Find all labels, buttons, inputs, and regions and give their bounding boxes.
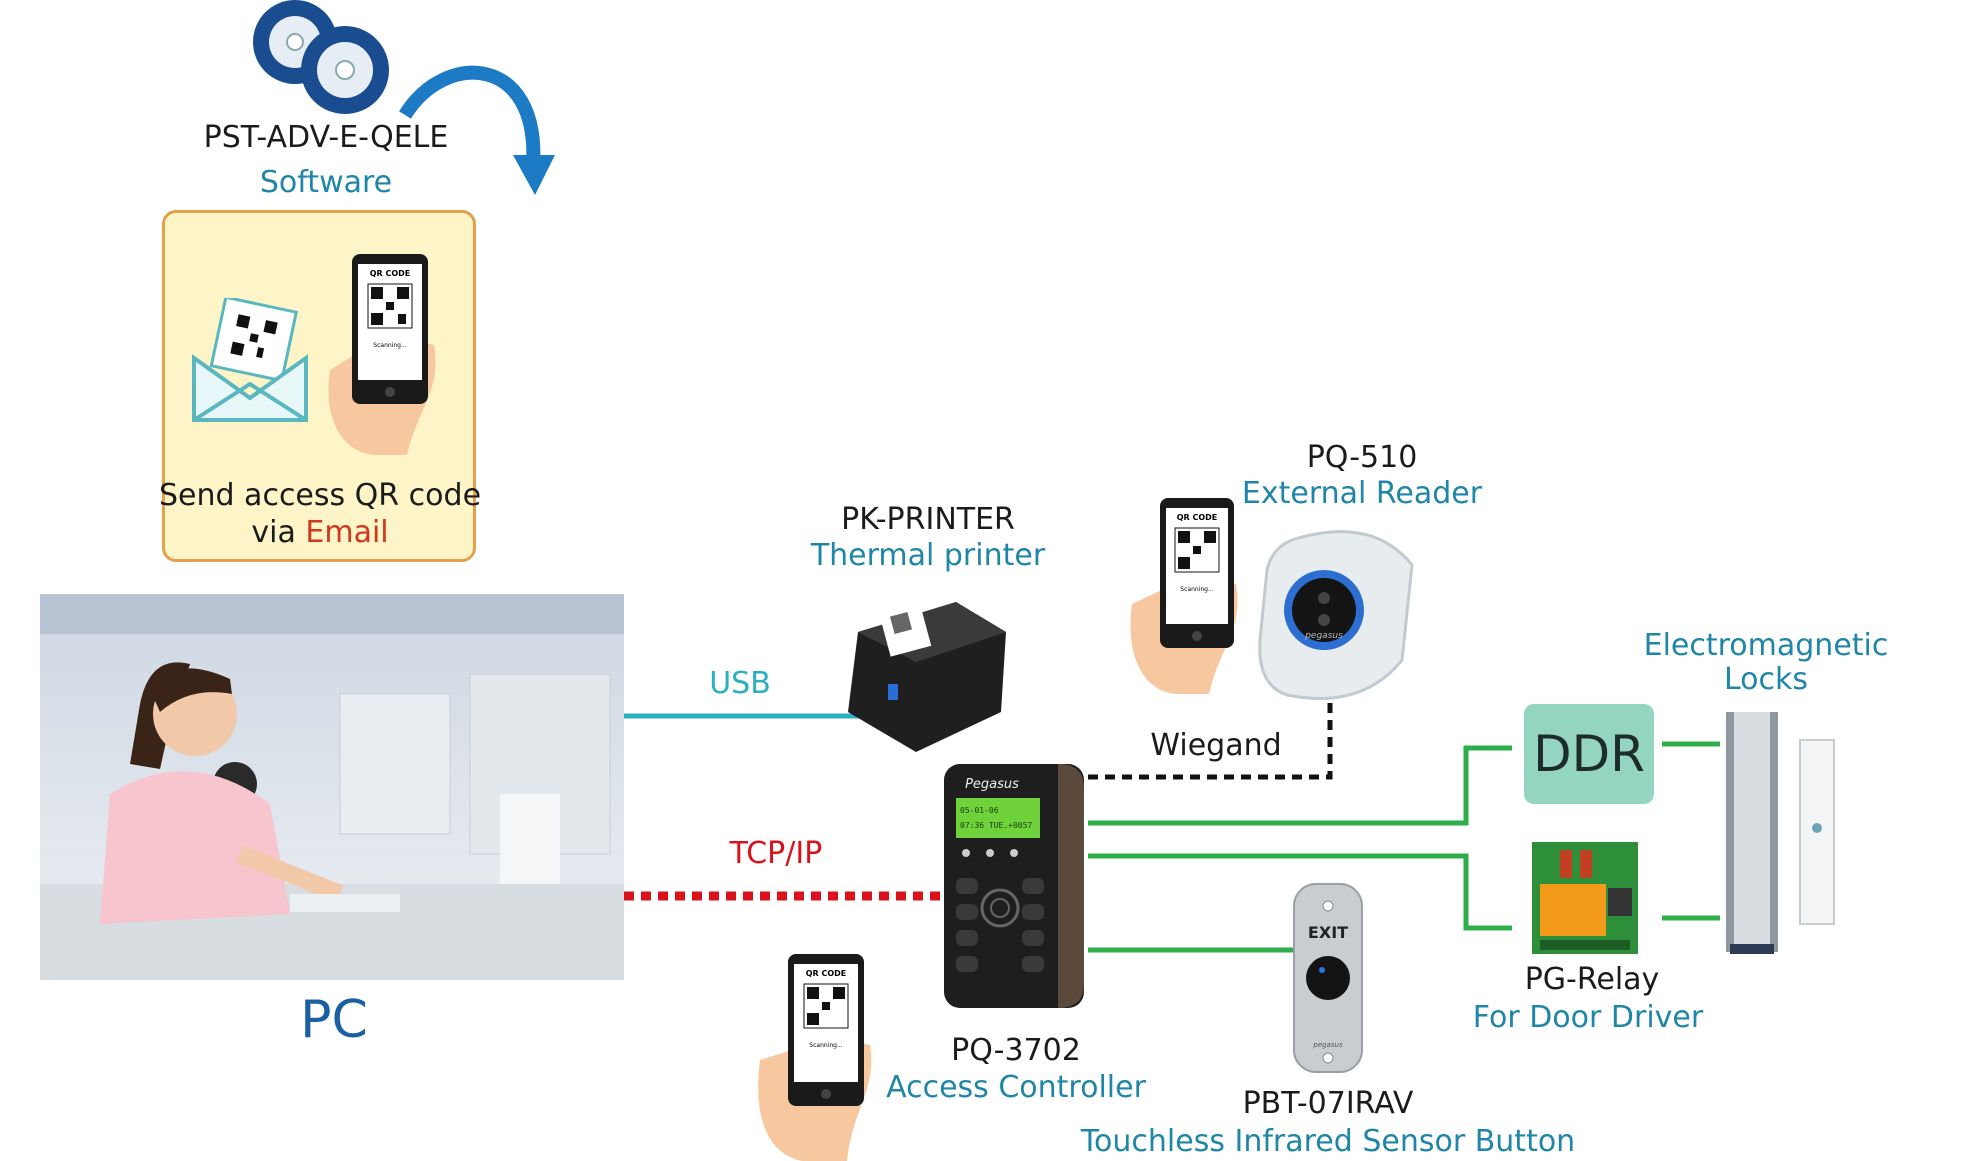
wiegand-line: [1088, 700, 1333, 780]
svg-text:QR CODE: QR CODE: [370, 269, 411, 278]
software-caption: Software: [259, 165, 393, 200]
exit-button-model: PBT-07IRAV: [1242, 1086, 1414, 1121]
reader-caption: External Reader: [1241, 476, 1483, 511]
relay-line: [1088, 853, 1512, 931]
svg-text:Pegasus: Pegasus: [965, 777, 1019, 792]
cd-disc-icon: [253, 0, 389, 114]
svg-text:pegasus: pegasus: [1304, 631, 1343, 641]
ddr-label: DDR: [1533, 725, 1645, 783]
smartphone-icon-reader: QR CODE Scanning...: [1130, 498, 1238, 694]
relay-board-icon: [1532, 842, 1638, 954]
svg-text:Scanning...: Scanning...: [1180, 586, 1213, 593]
svg-text:Scanning...: Scanning...: [373, 342, 406, 349]
tcpip-label: TCP/IP: [729, 836, 823, 871]
svg-text:05-01-06: 05-01-06: [960, 806, 999, 815]
software-model: PST-ADV-E-QELE: [203, 120, 449, 155]
qr-panel-line1: Send access QR code: [158, 478, 482, 513]
wiegand-label: Wiegand: [1150, 728, 1282, 763]
electromagnetic-lock-icon: [1726, 712, 1835, 954]
ddr-module: DDR: [1524, 704, 1654, 804]
locks-line2: Locks: [1723, 662, 1809, 697]
reader-model: PQ-510: [1306, 440, 1418, 475]
pc-workstation-photo: [40, 594, 624, 980]
thermal-printer-icon: [848, 601, 1006, 752]
relay-model: PG-Relay: [1524, 962, 1660, 997]
svg-text:QR CODE: QR CODE: [806, 969, 847, 978]
svg-text:EXIT: EXIT: [1308, 923, 1348, 942]
svg-text:pegasus: pegasus: [1312, 1041, 1343, 1049]
envelope-icon: [192, 298, 308, 422]
email-highlight: Email: [305, 515, 389, 550]
controller-model: PQ-3702: [951, 1033, 1081, 1068]
exit-button-icon: EXIT pegasus: [1293, 883, 1363, 1073]
usb-label: USB: [709, 666, 771, 701]
qr-panel-line2: via Email: [251, 515, 389, 550]
card-reader-icon: pegasus: [1258, 530, 1414, 700]
smartphone-icon: QR CODE Scanning...: [328, 254, 436, 455]
ddr-line: [1088, 745, 1512, 826]
svg-text:Scanning...: Scanning...: [809, 1042, 842, 1049]
relay-caption: For Door Driver: [1472, 1000, 1704, 1035]
smartphone-icon-controller: QR CODE Scanning...: [758, 954, 872, 1161]
svg-text:QR CODE: QR CODE: [1177, 513, 1218, 522]
access-controller-icon: Pegasus 05-01-06 07:36 TUE.+0057: [944, 764, 1084, 1008]
pc-label: PC: [300, 990, 368, 1050]
svg-text:07:36 TUE.+0057: 07:36 TUE.+0057: [960, 821, 1032, 830]
controller-caption: Access Controller: [886, 1070, 1146, 1105]
exit-button-caption: Touchless Infrared Sensor Button: [1080, 1124, 1576, 1159]
printer-caption: Thermal printer: [810, 538, 1046, 573]
locks-line1: Electromagnetic: [1643, 628, 1889, 663]
qr-code-icon: [227, 311, 281, 365]
curved-arrow-icon: [399, 65, 555, 195]
printer-model: PK-PRINTER: [841, 502, 1015, 537]
